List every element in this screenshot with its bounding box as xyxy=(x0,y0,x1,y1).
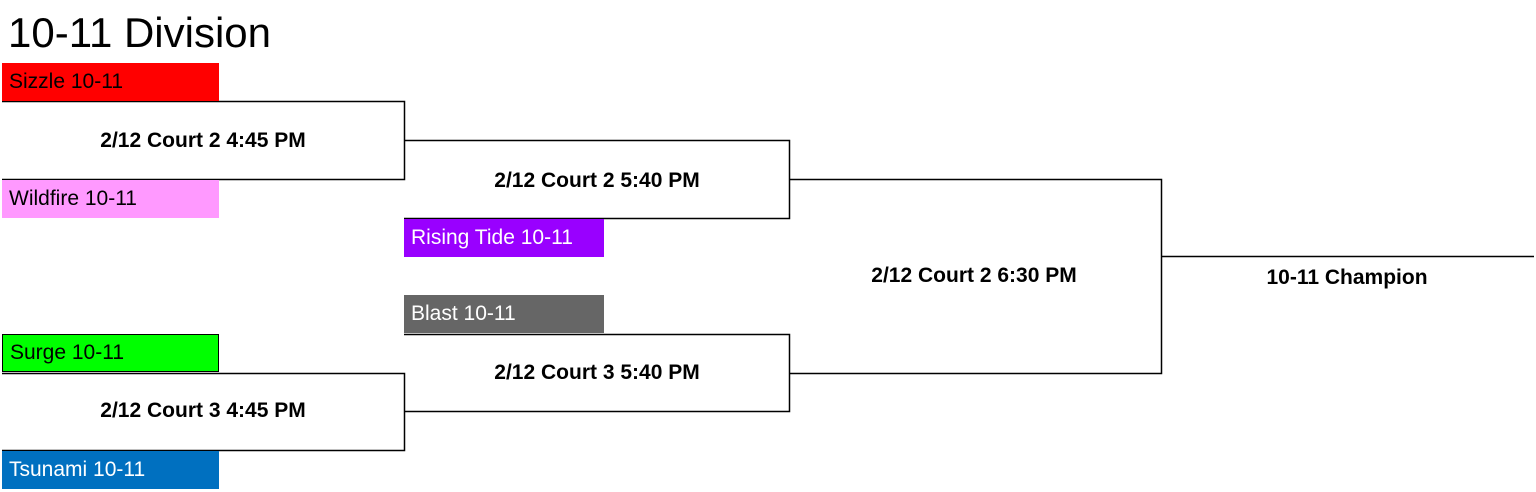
team-tsunami: Tsunami 10-11 xyxy=(2,451,219,489)
game-2-label: 2/12 Court 3 4:45 PM xyxy=(100,399,306,422)
game-4-label: 2/12 Court 3 5:40 PM xyxy=(494,361,700,384)
team-wildfire: Wildfire 10-11 xyxy=(2,180,219,218)
game-5-label: 2/12 Court 2 6:30 PM xyxy=(871,264,1077,287)
team-rising-tide: Rising Tide 10-11 xyxy=(404,219,604,257)
team-blast: Blast 10-11 xyxy=(404,295,604,333)
division-title: 10-11 Division xyxy=(8,9,272,56)
bracket-line-game-5 xyxy=(789,178,1163,375)
team-sizzle: Sizzle 10-11 xyxy=(2,63,219,101)
champion-label: 10-11 Champion xyxy=(1266,266,1428,289)
game-3-label: 2/12 Court 2 5:40 PM xyxy=(494,169,700,192)
game-1-label: 2/12 Court 2 4:45 PM xyxy=(100,129,306,152)
team-surge: Surge 10-11 xyxy=(2,334,219,372)
